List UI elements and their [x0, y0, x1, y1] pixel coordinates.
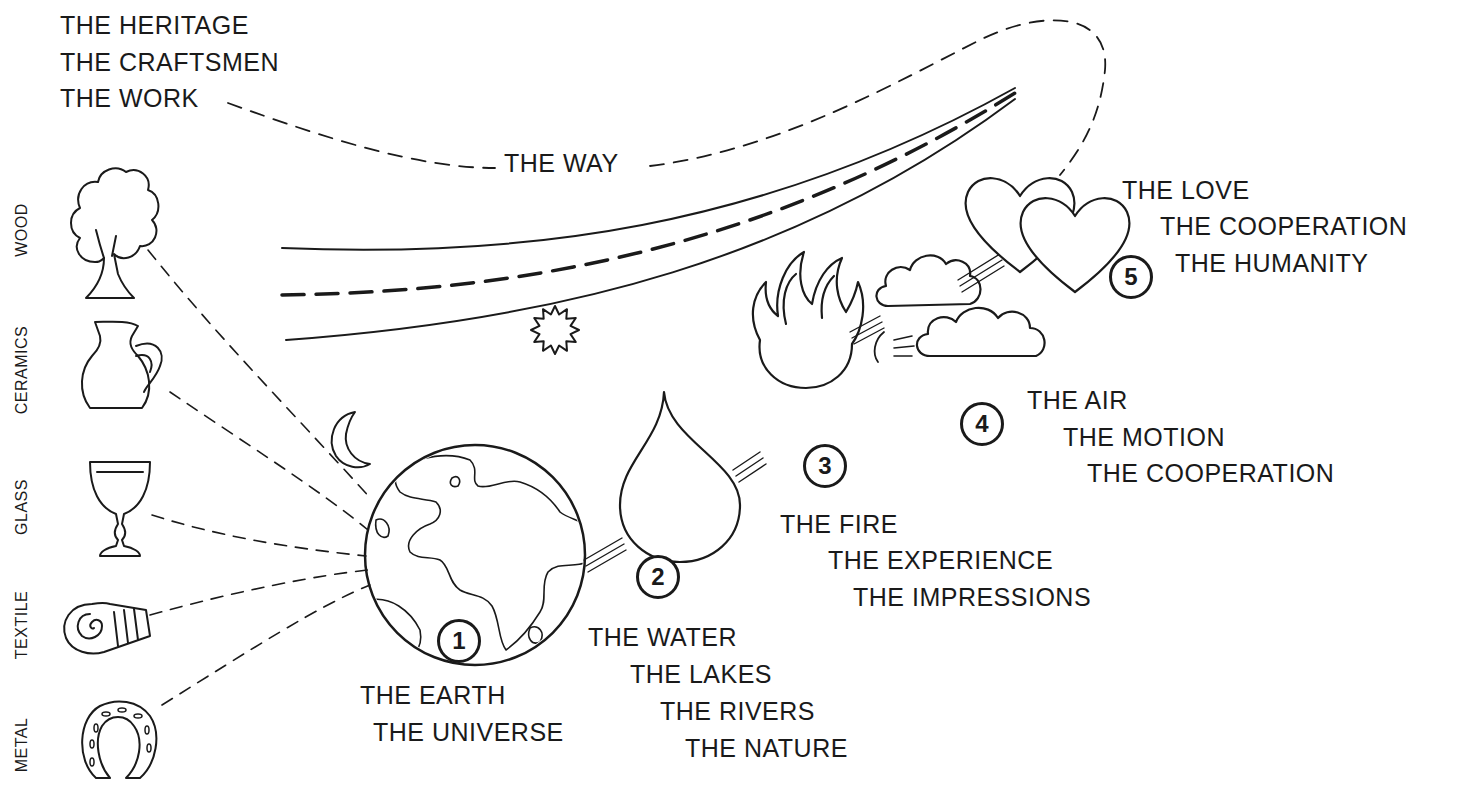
text-label: THE HUMANITY [1175, 250, 1369, 278]
earth [365, 445, 590, 665]
text-label: THE EARTH [360, 682, 506, 710]
text-label: THE FIRE [780, 511, 898, 539]
callout-circle: 2 [636, 555, 680, 599]
text-label: THE WAY [500, 150, 623, 178]
text-label: THE COOPERATION [1087, 460, 1334, 488]
text-label: THE EXPERIENCE [828, 547, 1053, 575]
callout-circle: 3 [803, 444, 847, 488]
callout-number: 4 [975, 412, 988, 436]
category-label: WOOD [14, 203, 30, 257]
callout-number: 5 [1124, 265, 1137, 289]
text-label: THE MOTION [1063, 424, 1225, 452]
callout-number: 2 [651, 565, 664, 589]
category-label: METAL [14, 718, 30, 773]
text-label: THE HERITAGE [60, 12, 249, 40]
callout-circle: 4 [960, 402, 1004, 446]
text-label: THE LAKES [630, 661, 772, 689]
fire [753, 252, 863, 388]
moon [332, 412, 370, 467]
road [282, 88, 1015, 340]
water-drop [620, 392, 740, 562]
sun [531, 306, 579, 354]
category-label: CERAMICS [14, 326, 30, 414]
category-label: TEXTILE [14, 591, 30, 659]
text-label: THE LOVE [1122, 177, 1250, 205]
text-label: THE CRAFTSMEN [60, 49, 279, 77]
connector-strokes [584, 254, 1004, 572]
category-label: GLASS [14, 479, 30, 535]
text-label: THE AIR [1027, 387, 1128, 415]
text-label: THE UNIVERSE [373, 719, 564, 747]
text-label: THE COOPERATION [1160, 213, 1407, 241]
text-label: THE RIVERS [660, 698, 815, 726]
callout-number: 1 [452, 629, 465, 653]
text-label: THE WORK [60, 85, 199, 113]
way-line [228, 20, 1105, 175]
hearts [966, 178, 1130, 292]
callout-number: 3 [818, 454, 831, 478]
callout-circle: 1 [437, 619, 481, 663]
text-label: THE WATER [588, 624, 737, 652]
craft-icons [64, 168, 161, 778]
craft-leaders [148, 250, 372, 705]
text-label: THE IMPRESSIONS [853, 584, 1091, 612]
text-label: THE NATURE [685, 735, 848, 763]
callout-circle: 5 [1109, 255, 1153, 299]
